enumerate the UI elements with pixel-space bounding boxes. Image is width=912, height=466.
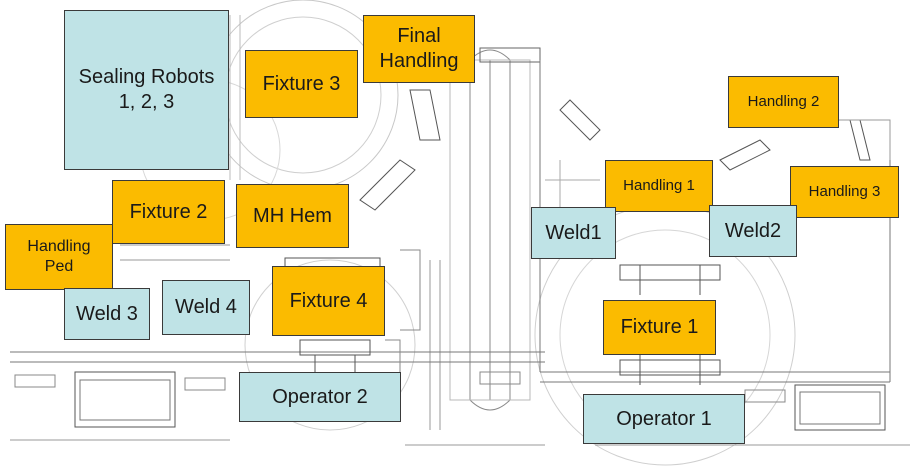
station-sealing-robots: Sealing Robots 1, 2, 3 [64,10,229,170]
station-handling-ped: Handling Ped [5,224,113,290]
station-mh-hem: MH Hem [236,184,349,248]
station-weld-3: Weld 3 [64,288,150,340]
station-weld-2: Weld2 [709,205,797,257]
station-handling-3: Handling 3 [790,166,899,218]
station-weld-4: Weld 4 [162,280,250,335]
station-operator-1: Operator 1 [583,394,745,444]
station-handling-2: Handling 2 [728,76,839,128]
station-weld-1: Weld1 [531,207,616,259]
station-fixture-3: Fixture 3 [245,50,358,118]
station-final-handling: Final Handling [363,15,475,83]
station-fixture-1: Fixture 1 [603,300,716,355]
station-fixture-2: Fixture 2 [112,180,225,244]
station-fixture-4: Fixture 4 [272,266,385,336]
station-handling-1: Handling 1 [605,160,713,212]
station-operator-2: Operator 2 [239,372,401,422]
